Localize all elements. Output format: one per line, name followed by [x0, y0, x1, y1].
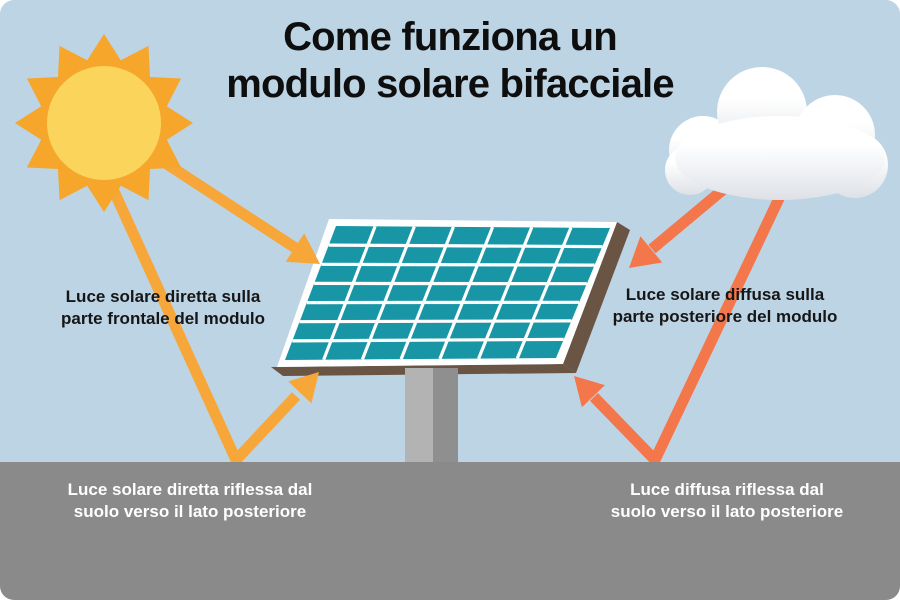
panel-grid-line — [438, 226, 495, 360]
ground — [0, 462, 900, 600]
arrow-head — [285, 233, 320, 264]
label-direct-front: Luce solare diretta sulla parte frontale… — [28, 286, 298, 330]
arrow-head — [574, 376, 605, 408]
page-title: Come funziona un modulo solare bifaccial… — [0, 14, 900, 108]
label-line: suolo verso il lato posteriore — [610, 501, 844, 521]
label-line: parte frontale del modulo — [60, 308, 266, 328]
panel-grid-lines — [292, 225, 603, 361]
panel-grid-line — [321, 262, 595, 267]
label-line: Luce diffusa riflessa dal — [630, 480, 824, 499]
panel-grid-line — [292, 337, 564, 343]
panel-grid-line — [360, 226, 416, 360]
cloud-body — [675, 116, 885, 200]
label-line: Luce solare diretta riflessa dal — [67, 480, 313, 499]
label-line: suolo verso il lato posteriore — [73, 501, 307, 521]
title-line-1: Come funziona un — [283, 15, 618, 59]
arrow-shaft — [102, 175, 301, 470]
sun-icon — [15, 34, 193, 212]
arrow-shaft — [146, 148, 301, 254]
panel-pole — [405, 368, 458, 462]
solar-panel — [271, 219, 630, 376]
direct-reflected-arrow — [102, 175, 319, 470]
panel-edge-right — [563, 222, 630, 373]
label-diffuse-reflected: Luce diffusa riflessa dal suolo verso il… — [592, 479, 862, 523]
direct-sunlight-arrow — [146, 148, 320, 264]
pole-front-face — [405, 368, 433, 462]
label-direct-reflected: Luce solare diretta riflessa dal suolo v… — [55, 479, 325, 523]
arrow-shaft — [590, 187, 788, 470]
pole-side-face — [433, 368, 458, 462]
sun-core — [47, 66, 161, 180]
panel-grid-line — [299, 319, 572, 324]
arrow-head — [629, 236, 663, 268]
panel-grid-line — [515, 227, 573, 359]
panel-grid-line — [322, 225, 377, 361]
arrow-head — [288, 372, 319, 404]
title-line-2: modulo solare bifacciale — [226, 62, 674, 107]
label-line: parte posteriore del modulo — [612, 306, 838, 326]
panel-grid-line — [328, 243, 603, 249]
cloud-icon — [665, 67, 888, 200]
panel-grid-line — [477, 226, 534, 360]
panel-grid-line — [399, 226, 455, 360]
label-diffuse-rear: Luce solare diffusa sulla parte posterio… — [590, 284, 860, 328]
label-line: Luce solare diffusa sulla — [625, 285, 825, 304]
label-line: Luce solare diretta sulla — [65, 287, 261, 306]
diffuse-reflected-arrow — [574, 187, 788, 470]
